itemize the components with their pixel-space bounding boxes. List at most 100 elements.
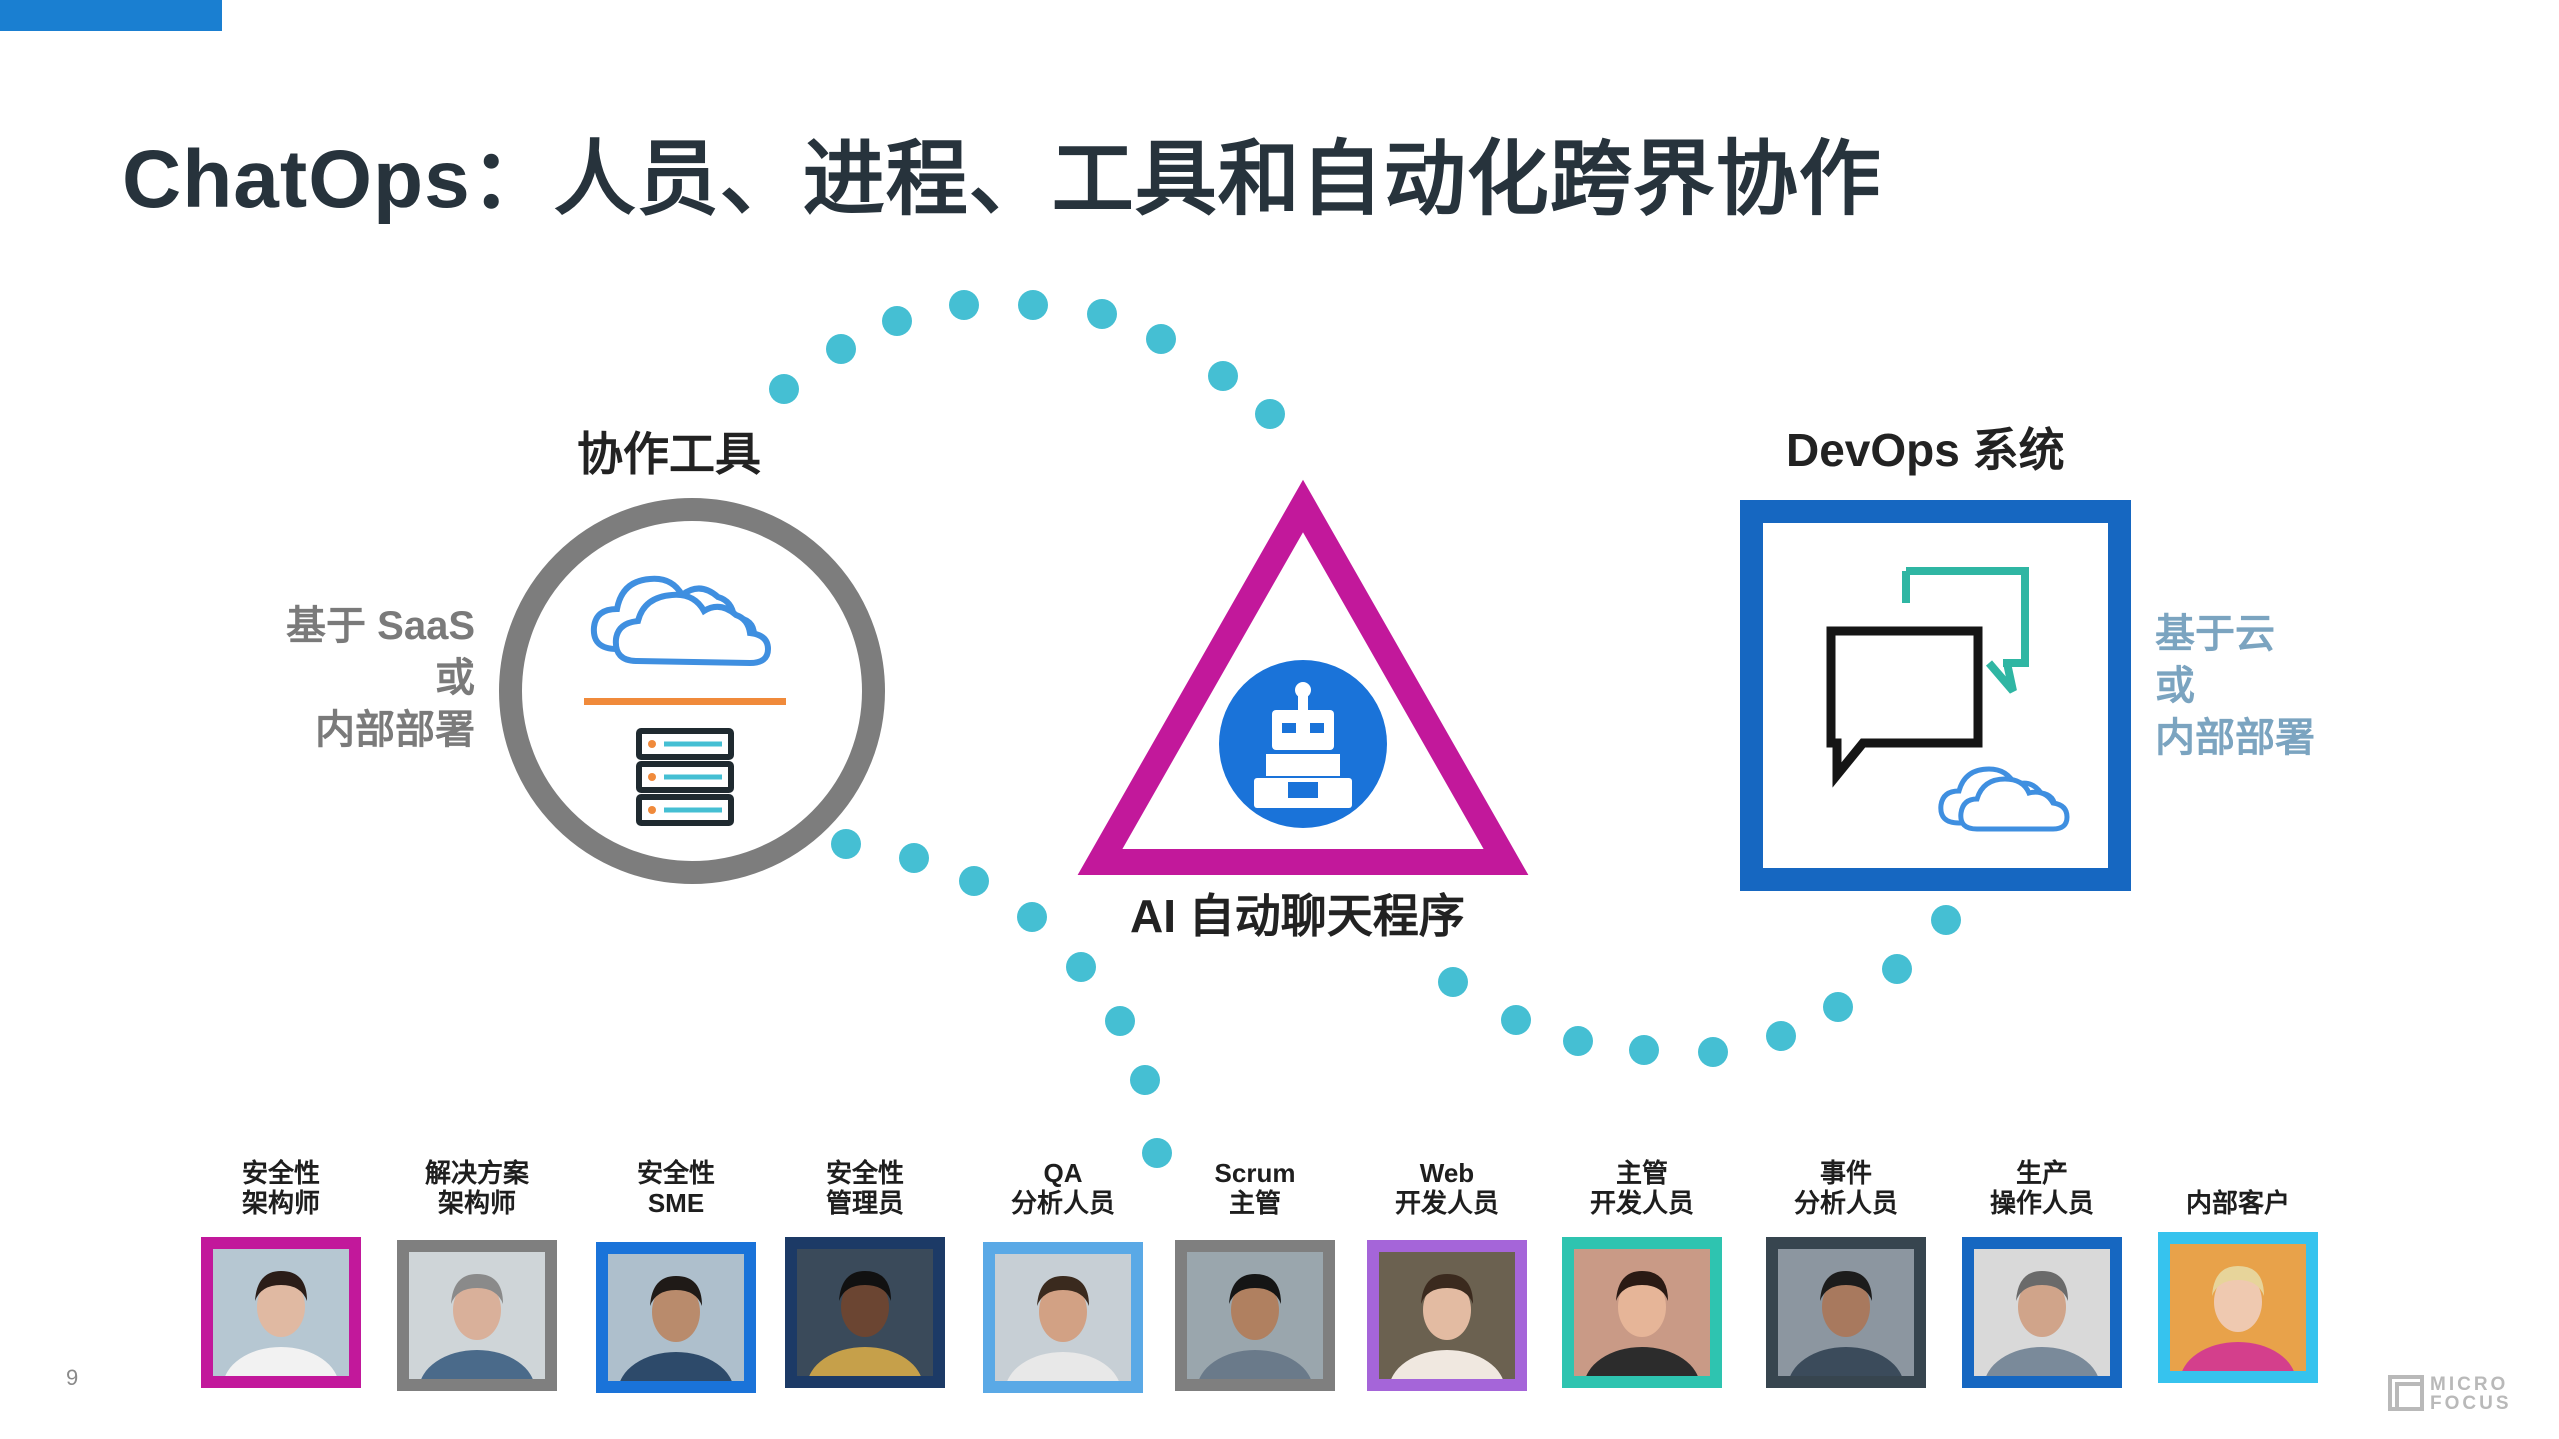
connector-dot: [1823, 992, 1853, 1022]
role-label: 安全性管理员: [770, 1158, 960, 1218]
role-label-line: 架构师: [437, 1188, 516, 1218]
devops-icon: [1826, 567, 2070, 832]
brand-line: MICRO: [2430, 1374, 2509, 1395]
role-label: 生产操作人员: [1947, 1158, 2137, 1218]
saas-note: 基于 SaaS 或 内部部署: [200, 600, 475, 756]
person-photo-icon: [213, 1249, 349, 1376]
role-avatar: [1367, 1240, 1527, 1391]
connector-dot: [1882, 954, 1912, 984]
role-label-line: 开发人员: [1589, 1188, 1694, 1218]
role-avatar: [2158, 1232, 2318, 1383]
role-label-line: 管理员: [825, 1188, 904, 1218]
connector-dot: [882, 306, 912, 336]
cloud-icon: [590, 575, 772, 667]
chatbot-triangle: [1077, 479, 1529, 875]
role-label-line: 分析人员: [1793, 1188, 1898, 1218]
role-label-line: 架构师: [241, 1188, 320, 1218]
connector-dot: [959, 866, 989, 896]
role-label-line: 安全性: [825, 1158, 904, 1188]
person-photo-icon: [1574, 1249, 1710, 1376]
role-label: 内部客户: [2143, 1188, 2333, 1218]
devops-frame: [1740, 500, 2131, 891]
person-photo-icon: [1187, 1252, 1323, 1379]
chat-bubble-back-icon: [1902, 567, 2029, 667]
connector-dot: [1931, 905, 1961, 935]
role-label-line: 操作人员: [1989, 1188, 2094, 1218]
person-photo-icon: [995, 1254, 1131, 1381]
role-label-line: QA: [1043, 1158, 1083, 1188]
connector-dot: [1563, 1026, 1593, 1056]
brand-logo: MICRO FOCUS: [2388, 1375, 2538, 1415]
accent-bar: [0, 0, 222, 31]
connector-dot: [1629, 1035, 1659, 1065]
person-photo-icon: [608, 1254, 744, 1381]
devops-heading: DevOps 系统: [1786, 424, 2065, 476]
slide-title: ChatOps：人员、进程、工具和自动化跨界协作: [122, 134, 1882, 225]
brand-wordmark: MICRO FOCUS: [2430, 1375, 2512, 1413]
role-avatar: [983, 1242, 1143, 1393]
role-avatar: [785, 1237, 945, 1388]
role-avatar: [201, 1237, 361, 1388]
connector-dot: [1146, 324, 1176, 354]
role-label-line: 内部客户: [2185, 1188, 2290, 1218]
role-label: 事件分析人员: [1751, 1158, 1941, 1218]
connector-dot: [826, 334, 856, 364]
person-photo-icon: [409, 1252, 545, 1379]
role-avatar: [1962, 1237, 2122, 1388]
role-label-line: Scrum: [1214, 1158, 1296, 1188]
page-number: 9: [66, 1365, 79, 1390]
cloud-note-line: 或: [2155, 664, 2195, 708]
role-label-line: 生产: [2015, 1158, 2068, 1188]
role-label-line: 事件: [1819, 1158, 1872, 1188]
chatbot-label: AI 自动聊天程序: [1130, 890, 1465, 942]
cloud-note-line: 基于云: [2155, 612, 2275, 656]
person-photo-icon: [1974, 1249, 2110, 1376]
person-photo-icon: [1379, 1252, 1515, 1379]
connector-dot: [769, 374, 799, 404]
connector-dot: [1105, 1006, 1135, 1036]
cloud-icon: [1938, 766, 2070, 832]
role-label-line: 主管: [1228, 1188, 1281, 1218]
role-label-line: Web: [1419, 1158, 1475, 1188]
role-label-line: 解决方案: [424, 1158, 529, 1188]
person-photo-icon: [2170, 1244, 2306, 1371]
role-label: 主管开发人员: [1547, 1158, 1737, 1218]
role-avatar: [397, 1240, 557, 1391]
connector-dot: [1255, 399, 1285, 429]
divider-line: [584, 698, 786, 705]
role-avatar: [1175, 1240, 1335, 1391]
robot-icon: [1219, 660, 1387, 828]
brand-mark-icon: [2388, 1375, 2424, 1411]
collab-tools-heading: 协作工具: [577, 428, 761, 480]
saas-note-line: 基于 SaaS: [286, 604, 475, 648]
role-label-line: 分析人员: [1010, 1188, 1115, 1218]
role-label-line: 安全性: [636, 1158, 715, 1188]
collab-tools-ring: [499, 498, 885, 884]
connector-dot: [1017, 902, 1047, 932]
saas-note-line: 内部部署: [315, 708, 475, 752]
brand-line: FOCUS: [2430, 1393, 2512, 1414]
person-photo-icon: [1778, 1249, 1914, 1376]
connector-dot: [1087, 299, 1117, 329]
connector-dot: [1766, 1021, 1796, 1051]
role-label-line: SME: [647, 1188, 705, 1218]
connector-dot: [949, 290, 979, 320]
connector-dot: [1142, 1138, 1172, 1168]
connector-dot: [1501, 1005, 1531, 1035]
cloud-note: 基于云 或 内部部署: [2155, 608, 2315, 764]
connector-dot: [1018, 290, 1048, 320]
person-photo-icon: [797, 1249, 933, 1376]
role-label: 安全性架构师: [186, 1158, 376, 1218]
cloud-note-line: 内部部署: [2155, 716, 2315, 760]
role-avatar: [1766, 1237, 1926, 1388]
connector-dot: [1438, 967, 1468, 997]
connector-dot: [1130, 1065, 1160, 1095]
role-label-line: 开发人员: [1394, 1188, 1499, 1218]
role-avatar: [596, 1242, 756, 1393]
connector-dot: [899, 843, 929, 873]
